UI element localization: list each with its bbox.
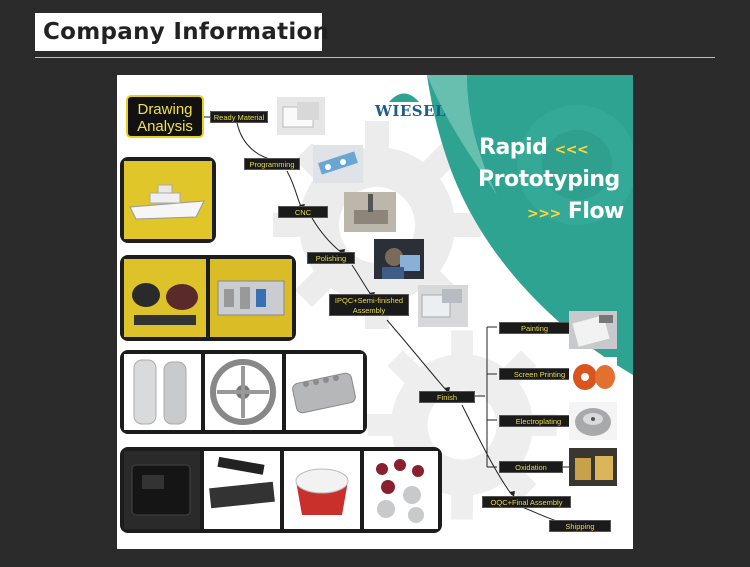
programming-part-image — [318, 151, 358, 175]
polishing-photo — [374, 239, 424, 279]
step-programming: Programming — [244, 158, 300, 170]
wheel-rim-image — [210, 359, 276, 425]
wheel-rim-photo — [205, 354, 282, 430]
drawing-analysis-box: Drawing Analysis — [126, 95, 204, 138]
page-title: Company Information — [43, 19, 330, 45]
oxidation-image — [575, 456, 613, 480]
machine-model-photo-1 — [124, 259, 206, 337]
cnc-machining-image — [344, 192, 396, 232]
cnc-photo — [344, 192, 396, 232]
red-dome-image — [295, 468, 349, 515]
black-case-image — [131, 464, 191, 516]
step-ready-material: Ready Material — [210, 111, 268, 123]
sample-group-parts — [120, 350, 367, 434]
screen-printing-image — [573, 364, 615, 390]
robot-machine-image — [132, 283, 198, 325]
company-logo: WIESEL — [375, 89, 447, 120]
heatsink-part-photo — [286, 354, 363, 430]
yacht-model-photo — [124, 161, 212, 239]
knob-parts-photo — [364, 451, 438, 529]
headline-line3: >>> Flow — [527, 199, 624, 224]
oxidation-photo — [569, 448, 617, 486]
umbrella-logo-icon — [389, 93, 419, 102]
heatsink-part-image — [292, 372, 356, 414]
black-panel-image — [209, 456, 275, 509]
machine-model-photo-2 — [210, 259, 292, 337]
painting-photo — [569, 311, 617, 349]
teal-background-shape — [427, 75, 633, 375]
material-block-image — [282, 102, 319, 128]
black-case-photo — [124, 451, 200, 529]
black-panel-photo — [204, 451, 280, 529]
assembly-photo — [418, 285, 468, 327]
step-finish: Finish — [419, 391, 475, 403]
electroplating-image — [575, 408, 611, 436]
yacht-model-image — [129, 184, 205, 220]
headline-line1: Rapid <<< — [479, 135, 589, 160]
electroplating-photo — [569, 402, 617, 440]
sample-group-yacht — [120, 157, 216, 243]
finish-option-electroplating: Electroplating — [499, 415, 578, 427]
knob-parts-image — [376, 459, 424, 523]
finish-option-oxidation: Oxidation — [499, 461, 563, 473]
headline-line2: Prototyping — [478, 167, 620, 192]
step-cnc: CNC — [278, 206, 328, 218]
painting-image — [572, 315, 613, 347]
sample-group-machines — [120, 255, 296, 341]
step-polishing: Polishing — [307, 252, 355, 264]
screen-printing-photo — [569, 357, 617, 395]
red-dome-photo — [284, 451, 360, 529]
remote-housing-image — [133, 359, 187, 425]
remote-housing-photo — [124, 354, 201, 430]
polishing-worker-image — [382, 248, 420, 279]
step-ipqc-assembly: IPQC+Semi-finished Assembly — [329, 294, 409, 316]
header-box: Company Information — [35, 13, 329, 51]
rapid-prototyping-poster: WIESEL Rapid <<< Prototyping >>> Flow — [117, 75, 633, 549]
ready-material-photo — [277, 97, 325, 135]
flow-connectors — [202, 116, 587, 522]
programming-photo — [313, 145, 363, 183]
sample-group-products — [120, 447, 442, 533]
assembly-parts-image — [421, 289, 462, 318]
logo-text: WIESEL — [375, 102, 447, 120]
finish-option-screen-printing: Screen Printing — [499, 368, 580, 380]
mechanical-assembly-image — [217, 280, 285, 316]
step-shipping: Shipping — [549, 520, 611, 532]
finish-option-painting: Painting — [499, 322, 570, 334]
step-oqc-final-assembly: OQC+Final Assembly — [482, 496, 571, 508]
header-divider — [35, 57, 715, 58]
